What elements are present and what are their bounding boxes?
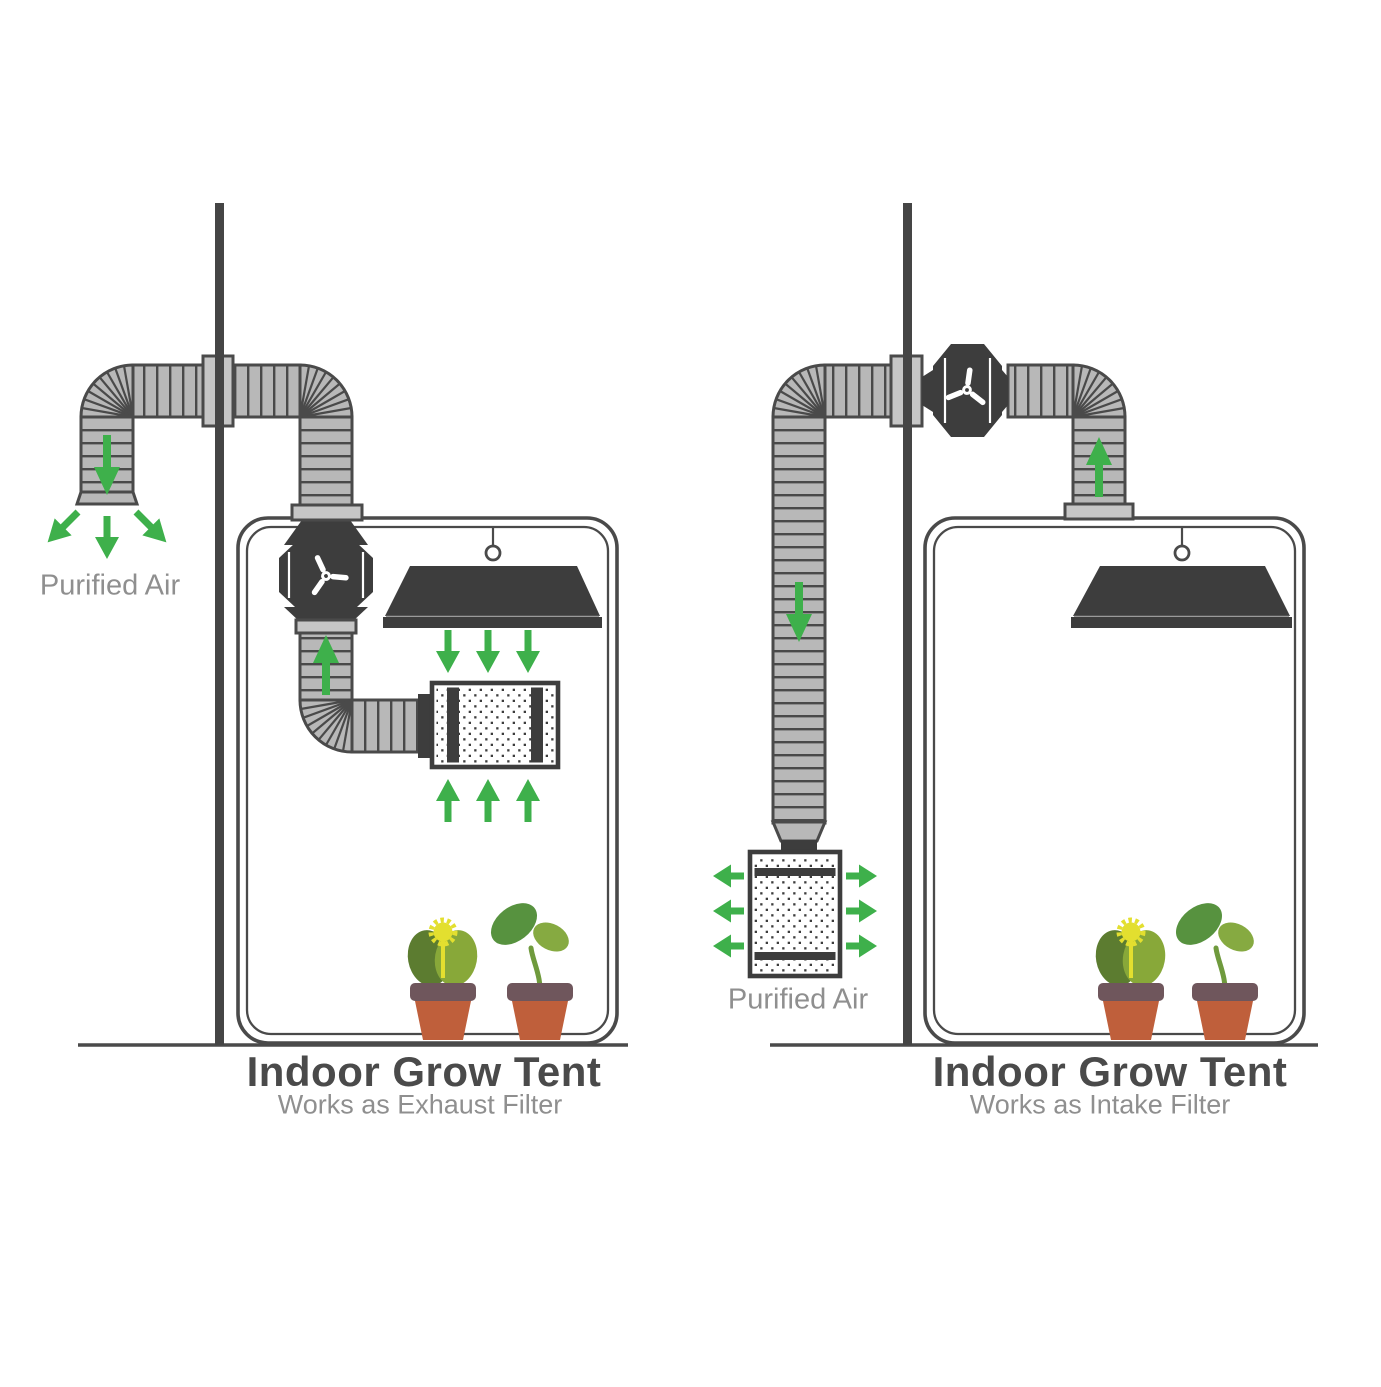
grow-light: [383, 527, 602, 628]
carbon-filter: [747, 849, 843, 979]
plant-seedling: [1175, 903, 1258, 1040]
plant-seedling: [490, 903, 573, 1040]
mounting-pole: [903, 203, 912, 1045]
intake-diagram-subtitle: Works as Intake Filter: [969, 1089, 1231, 1120]
purified-air-label: Purified Air: [39, 569, 181, 602]
hanger-hook-icon: [484, 544, 502, 562]
exhaust-diagram-title: Indoor Grow Tent: [246, 1048, 602, 1095]
carbon-filter: [429, 680, 561, 770]
flower-icon: [1116, 917, 1146, 947]
plant-flower: [1095, 917, 1166, 1040]
exhaust-diagram-subtitle: Works as Exhaust Filter: [277, 1089, 563, 1120]
grow-light: [1071, 527, 1292, 628]
plant-flower: [407, 917, 478, 1040]
inline-fan: [279, 520, 373, 635]
exhaust-diagram: [39, 203, 628, 1047]
inline-fan: [922, 344, 1008, 437]
mounting-pole: [215, 203, 224, 1045]
flower-icon: [428, 917, 458, 947]
intake-diagram-title: Indoor Grow Tent: [932, 1048, 1288, 1095]
purified-air-label: Purified Air: [727, 983, 869, 1016]
hanger-hook-icon: [1173, 544, 1191, 562]
intake-diagram: [713, 203, 1318, 1047]
